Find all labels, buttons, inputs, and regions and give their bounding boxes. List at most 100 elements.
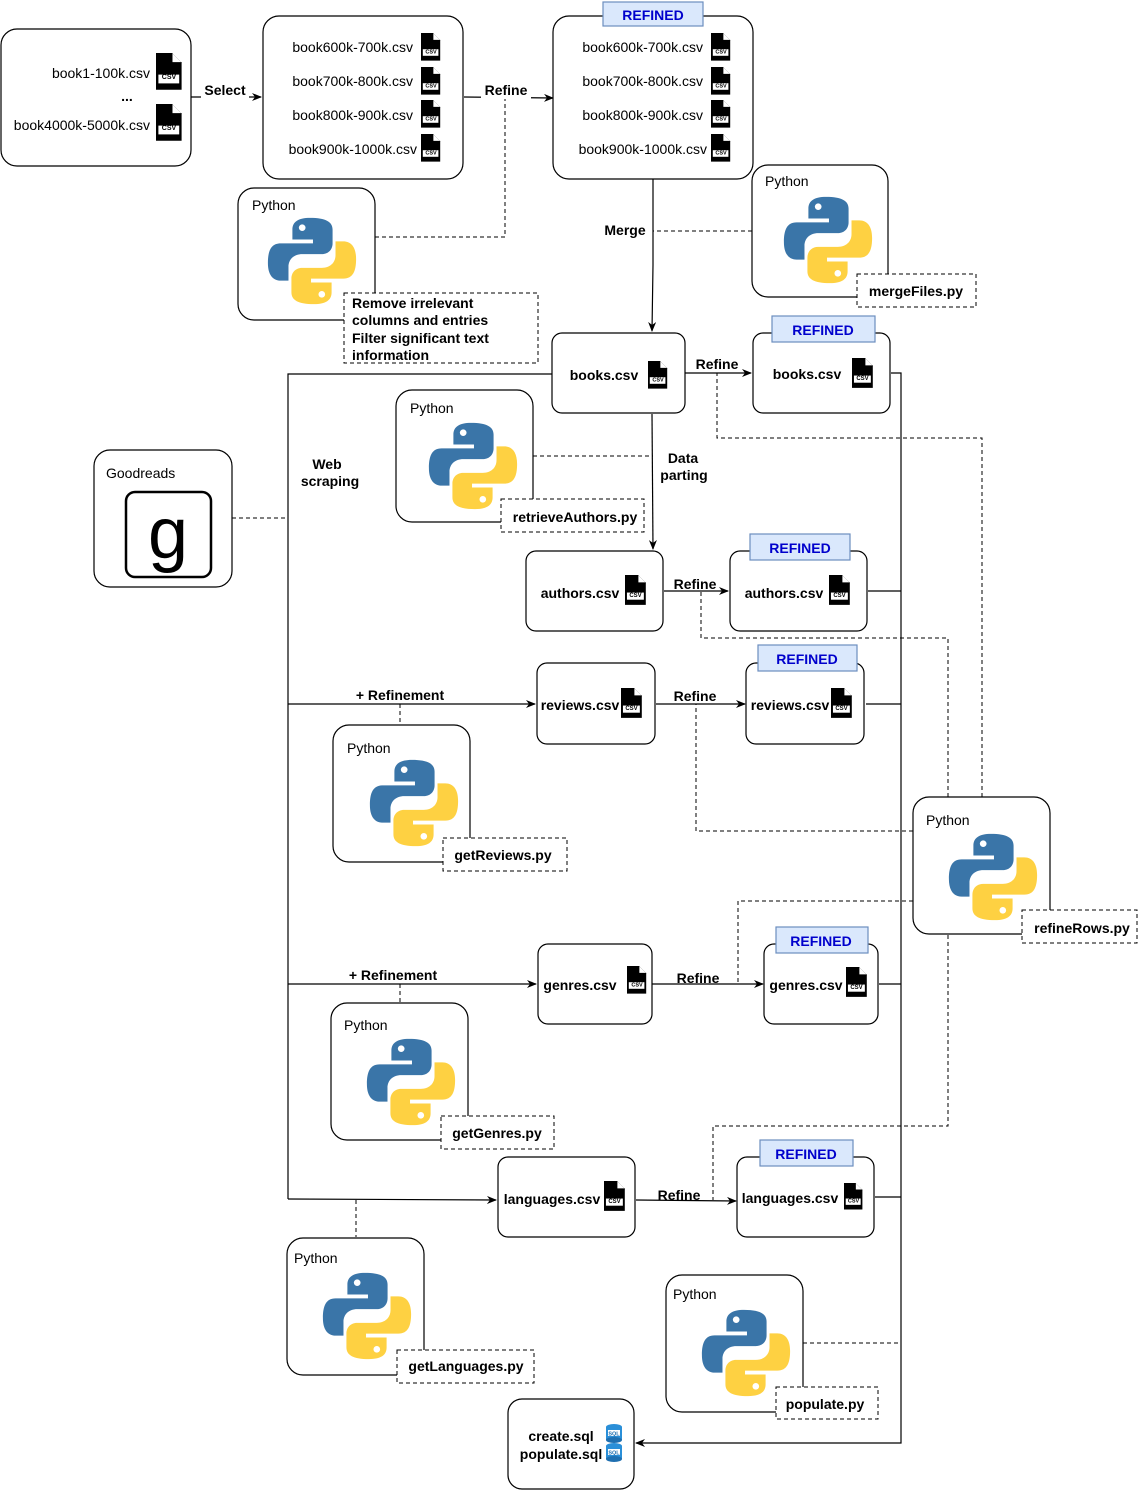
- csv-badge: CSV: [608, 1199, 620, 1205]
- goodreads-title: Goodreads: [106, 465, 175, 481]
- reviews-refined-node: reviews.csv CSV REFINED: [745, 644, 865, 745]
- selected-file-label: book600k-700k.csv: [292, 39, 413, 55]
- languages-node: languages.csv CSV: [497, 1156, 636, 1238]
- csv-badge: CSV: [629, 593, 641, 599]
- genres-node: genres.csv CSV: [537, 943, 653, 1025]
- sql-output-node: create.sql populate.sql SQL SQL: [507, 1398, 635, 1490]
- edge-label-merge: Merge: [604, 222, 645, 238]
- python-authors-node: Python retrieveAuthors.py: [395, 389, 645, 533]
- csv-file-icon: CSV: [603, 1180, 626, 1212]
- refined-tag: REFINED: [622, 7, 683, 23]
- csv-badge: CSV: [715, 117, 727, 123]
- goodreads-node: Goodreads g: [93, 449, 233, 588]
- csv-badge: CSV: [715, 84, 727, 90]
- csv-badge: CSV: [715, 151, 727, 157]
- python-reviews-node: Python getReviews.py: [332, 724, 568, 872]
- csv-badge: CSV: [425, 117, 437, 123]
- edge-label-data-parting: Data: [668, 450, 699, 466]
- goodreads-logo-letter: g: [148, 494, 188, 574]
- dataset-label: authors.csv: [541, 585, 620, 601]
- script-name: populate.py: [786, 1396, 865, 1412]
- refined-file-label: book800k-900k.csv: [582, 107, 703, 123]
- csv-badge: CSV: [625, 706, 637, 712]
- selected-file-label: book700k-800k.csv: [292, 73, 413, 89]
- python-genres-node: Python getGenres.py: [330, 1002, 555, 1150]
- python-title: Python: [294, 1250, 338, 1266]
- csv-badge: CSV: [425, 151, 437, 157]
- refined-file-label: book600k-700k.csv: [582, 39, 703, 55]
- python-title: Python: [765, 173, 809, 189]
- books-refined-node: books.csv CSV REFINED: [752, 315, 891, 414]
- csv-badge: CSV: [425, 50, 437, 56]
- script-name: retrieveAuthors.py: [513, 509, 638, 525]
- dataset-label: languages.csv: [742, 1190, 839, 1206]
- selected-files-box: book600k-700k.csv book700k-800k.csv book…: [262, 15, 464, 180]
- python-title: Python: [926, 812, 970, 828]
- note-line: Filter significant text: [352, 330, 489, 346]
- python-title: Python: [347, 740, 391, 756]
- dataset-label: reviews.csv: [541, 697, 620, 713]
- sql-database-icon: SQL: [606, 1443, 622, 1462]
- csv-file-icon: CSV: [851, 357, 874, 389]
- script-name: getLanguages.py: [408, 1358, 523, 1374]
- authors-node: authors.csv CSV: [525, 550, 664, 632]
- edge-label-select: Select: [204, 82, 246, 98]
- script-name: getReviews.py: [454, 847, 551, 863]
- python-populate-node: Python populate.py: [665, 1274, 879, 1420]
- selected-file-label: book800k-900k.csv: [292, 107, 413, 123]
- csv-file-icon: CSV: [626, 965, 647, 995]
- dataset-label: genres.csv: [543, 977, 616, 993]
- csv-file-icon: CSV: [420, 99, 441, 129]
- csv-badge: CSV: [835, 706, 847, 712]
- csv-file-icon: CSV: [710, 32, 731, 62]
- script-name: mergeFiles.py: [869, 283, 963, 299]
- note-line: Remove irrelevant: [352, 295, 474, 311]
- csv-badge: CSV: [833, 593, 845, 599]
- genres-refined-node: genres.csv CSV REFINED: [763, 926, 879, 1025]
- python-refine-node: Python Remove irrelevant columns and ent…: [237, 187, 539, 364]
- authors-refined-node: authors.csv CSV REFINED: [729, 533, 868, 632]
- csv-file-icon: CSV: [420, 133, 441, 163]
- csv-badge: CSV: [162, 74, 177, 81]
- csv-file-icon: CSV: [830, 687, 853, 719]
- python-refinerows-node: Python refineRows.py: [912, 796, 1138, 944]
- csv-file-icon: CSV: [624, 574, 647, 606]
- csv-badge: CSV: [850, 985, 862, 991]
- edge-label-web-scraping: Web: [312, 456, 341, 472]
- refined-tag: REFINED: [775, 1146, 836, 1162]
- sql-badge: SQL: [608, 1432, 620, 1438]
- dataset-label: books.csv: [773, 366, 842, 382]
- sql-file-label: create.sql: [528, 1428, 593, 1444]
- dataset-label: languages.csv: [504, 1191, 601, 1207]
- csv-file-icon: CSV: [620, 687, 643, 719]
- csv-file-icon: CSV: [710, 66, 731, 96]
- edge-labels: Select Refine Merge Refine Data parting …: [201, 81, 739, 1203]
- csv-badge: CSV: [631, 983, 643, 989]
- refined-tag: REFINED: [792, 322, 853, 338]
- csv-file-icon: CSV: [647, 360, 668, 390]
- edge-label-plus-refinement: + Refinement: [356, 687, 445, 703]
- csv-badge: CSV: [715, 50, 727, 56]
- csv-file-icon: CSV: [710, 133, 731, 163]
- python-title: Python: [252, 197, 296, 213]
- sql-file-label: populate.sql: [520, 1446, 602, 1462]
- selected-file-label: book900k-1000k.csv: [289, 141, 417, 157]
- csv-file-icon: CSV: [828, 574, 851, 606]
- note-line: information: [352, 347, 429, 363]
- edge-label-refine: Refine: [674, 576, 717, 592]
- csv-badge: CSV: [425, 84, 437, 90]
- refined-file-label: book900k-1000k.csv: [579, 141, 707, 157]
- goodreads-logo-icon: g: [124, 490, 213, 579]
- python-title: Python: [673, 1286, 717, 1302]
- csv-file-icon: CSV: [155, 52, 183, 91]
- dataset-label: authors.csv: [745, 585, 824, 601]
- python-title: Python: [410, 400, 454, 416]
- edge-label-refine: Refine: [696, 356, 739, 372]
- csv-badge: CSV: [856, 376, 868, 382]
- csv-file-icon: CSV: [845, 966, 868, 998]
- csv-file-icon: CSV: [155, 103, 183, 142]
- csv-badge: CSV: [162, 125, 177, 132]
- source-file-label: book1-100k.csv: [52, 65, 150, 81]
- edge-label-refine: Refine: [658, 1187, 701, 1203]
